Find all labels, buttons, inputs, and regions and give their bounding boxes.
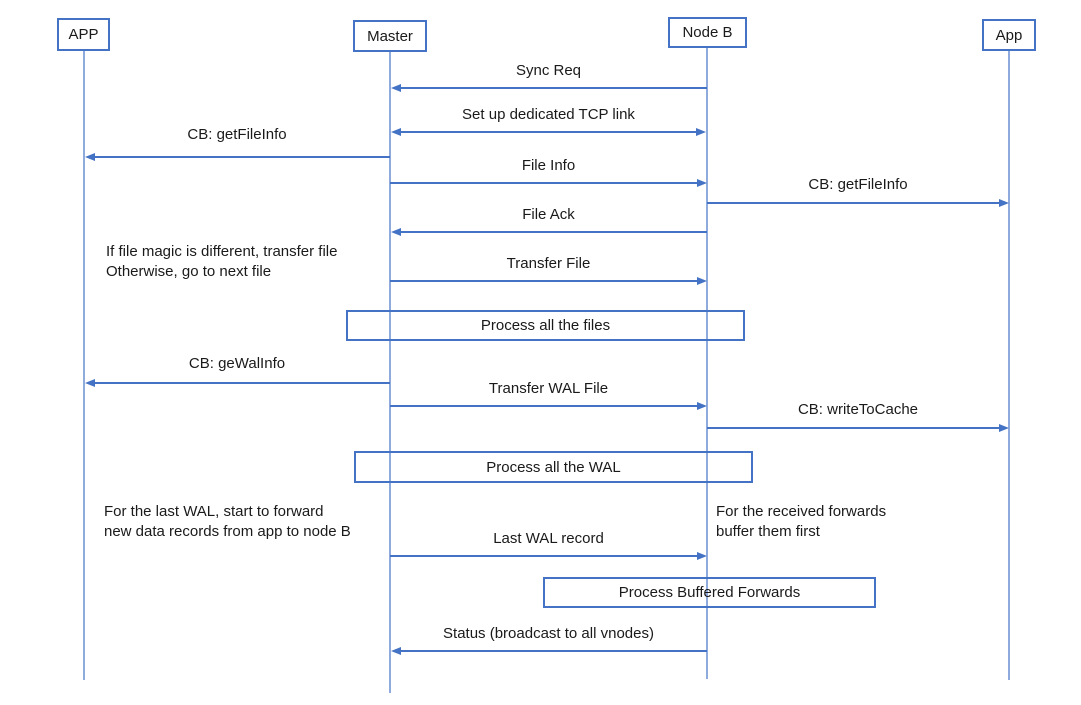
message-label-cb-writetocache: CB: writeToCache <box>797 401 919 418</box>
lifeline-app-right <box>1008 51 1010 680</box>
participant-box-app-left: APP <box>57 18 110 51</box>
message-line <box>390 555 698 557</box>
arrowhead-right-icon <box>697 277 707 285</box>
lifeline-master <box>389 52 391 693</box>
message-line <box>398 650 707 652</box>
message-label-cb-getfileinfo-right: CB: getFileInfo <box>808 176 908 193</box>
message-label-file-ack: File Ack <box>522 206 575 223</box>
arrowhead-right-icon <box>696 128 706 136</box>
process-box-buffered-forwards: Process Buffered Forwards <box>543 577 876 608</box>
message-label-tcp-link: Set up dedicated TCP link <box>462 106 635 123</box>
note-file-magic: If file magic is different, transfer fil… <box>106 242 391 282</box>
message-line <box>707 427 1000 429</box>
lifeline-node-b <box>706 48 708 679</box>
message-line <box>92 156 390 158</box>
message-line <box>390 182 698 184</box>
process-box-label: Process Buffered Forwards <box>618 584 801 601</box>
message-label-status-broadcast: Status (broadcast to all vnodes) <box>443 625 654 642</box>
note-line: For the last WAL, start to forward <box>104 503 324 520</box>
participant-box-node-b: Node B <box>668 17 747 48</box>
arrowhead-left-icon <box>391 84 401 92</box>
message-label-last-wal-record: Last WAL record <box>493 530 604 547</box>
message-line <box>707 202 1000 204</box>
arrowhead-left-icon <box>391 647 401 655</box>
arrowhead-left-icon <box>391 128 401 136</box>
note-line: Otherwise, go to next file <box>106 263 272 280</box>
message-label-transfer-wal-file: Transfer WAL File <box>488 380 609 397</box>
process-box-label: Process all the WAL <box>486 458 621 476</box>
participant-label: Master <box>367 27 413 45</box>
note-line: For the received forwards <box>716 503 887 520</box>
message-line <box>92 382 390 384</box>
arrowhead-right-icon <box>697 179 707 187</box>
participant-label: APP <box>68 26 99 43</box>
participant-box-app-right: App <box>982 19 1036 51</box>
arrowhead-left-icon <box>391 228 401 236</box>
note-line: If file magic is different, transfer fil… <box>106 243 338 260</box>
note-buffer-forwards: For the received forwards buffer them fi… <box>716 502 976 542</box>
participant-label: Node B <box>682 24 733 41</box>
message-label-transfer-file: Transfer File <box>506 255 591 272</box>
lifeline-app-left <box>83 51 85 680</box>
message-label-file-info: File Info <box>521 157 576 174</box>
message-line <box>390 280 698 282</box>
process-box-wal: Process all the WAL <box>354 451 753 483</box>
note-last-wal-forward: For the last WAL, start to forward new d… <box>104 502 404 542</box>
note-line: new data records from app to node B <box>104 523 351 540</box>
process-box-label: Process all the files <box>480 317 611 334</box>
arrowhead-right-icon <box>999 199 1009 207</box>
note-line: buffer them first <box>716 523 820 540</box>
message-line <box>398 131 699 133</box>
message-label-cb-gewalinfo: CB: geWalInfo <box>188 355 286 372</box>
message-label-cb-getfileinfo-left: CB: getFileInfo <box>187 126 287 143</box>
process-box-files: Process all the files <box>346 310 745 341</box>
arrowhead-right-icon <box>697 402 707 410</box>
message-line <box>390 405 698 407</box>
participant-label: App <box>995 26 1023 44</box>
participant-box-master: Master <box>353 20 427 52</box>
message-line <box>398 87 707 89</box>
arrowhead-left-icon <box>85 153 95 161</box>
message-label-sync-req: Sync Req <box>515 62 582 79</box>
message-line <box>398 231 707 233</box>
arrowhead-right-icon <box>999 424 1009 432</box>
arrowhead-left-icon <box>85 379 95 387</box>
arrowhead-right-icon <box>697 552 707 560</box>
